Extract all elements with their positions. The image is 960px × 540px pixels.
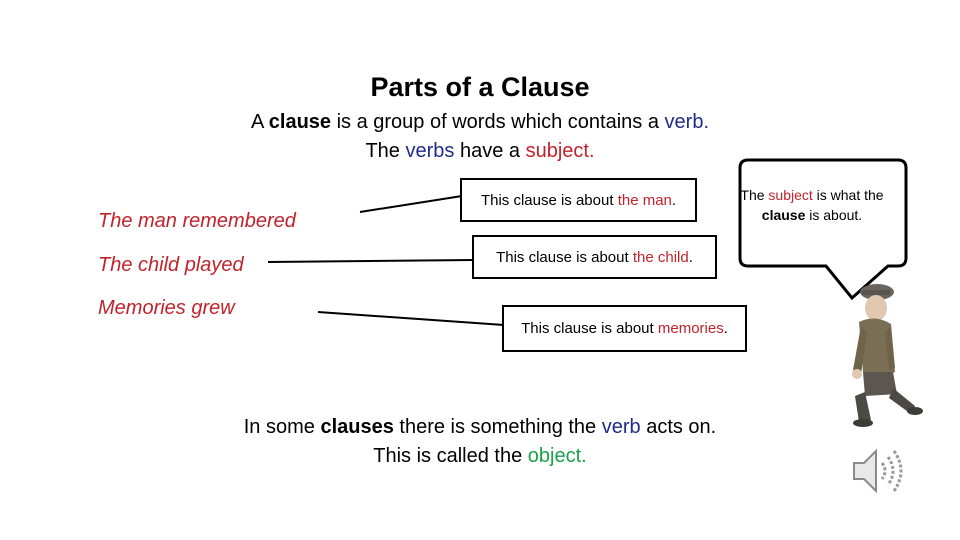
page-title: Parts of a Clause xyxy=(370,72,590,102)
intro-punct: . xyxy=(703,111,710,133)
intro-line-2: The verbs have a subject. xyxy=(0,140,960,163)
verb-term: verb xyxy=(601,416,641,438)
clause-term: clause xyxy=(268,111,332,133)
box-punct: . xyxy=(688,248,693,266)
box-punct: . xyxy=(723,320,728,337)
clause-example-1: The man remembered xyxy=(98,210,296,232)
bottom-punct: . xyxy=(581,445,587,467)
box-subject: the man xyxy=(617,191,672,209)
clause-example-2: The child played xyxy=(98,254,244,276)
bottom-text: This is called the xyxy=(373,445,528,467)
bubble-word: is about. xyxy=(805,207,863,223)
intro-text: have a xyxy=(454,140,526,162)
verbs-term: verbs xyxy=(405,140,455,162)
bubble-clause: clause xyxy=(761,207,806,223)
clauses-term: clauses xyxy=(320,416,394,438)
box-text: This clause is about xyxy=(480,191,618,209)
intro-punct: . xyxy=(588,140,595,162)
speaker-icon[interactable] xyxy=(848,445,910,497)
intro-line-1: A clause is a group of words which conta… xyxy=(0,111,960,134)
box-punct: . xyxy=(671,191,677,209)
intro-text: is a group of words which contains a xyxy=(331,111,665,133)
subject-box-1: This clause is about the man. xyxy=(460,178,697,222)
clause-example-3: Memories grew xyxy=(98,297,235,319)
kneeling-boy-figure xyxy=(852,284,923,427)
subject-term: subject xyxy=(525,140,589,162)
bubble-subject: subject xyxy=(768,187,813,203)
connector-line-2 xyxy=(267,259,475,263)
connector-line-1 xyxy=(359,195,463,213)
bubble-word: The xyxy=(740,187,769,203)
intro-text: The xyxy=(365,140,406,162)
bottom-line-2: This is called the object. xyxy=(0,445,960,468)
bottom-line-1: In some clauses there is something the v… xyxy=(0,416,960,439)
bottom-text: there is something the xyxy=(393,416,602,438)
connector-line-3 xyxy=(317,311,505,326)
box-subject: the child xyxy=(632,248,689,266)
subject-box-2: This clause is about the child. xyxy=(472,235,717,279)
subject-box-3: This clause is about memories. xyxy=(502,305,747,352)
intro-text: A xyxy=(250,111,269,133)
speech-bubble xyxy=(738,158,908,301)
box-text: This clause is about xyxy=(521,320,658,337)
bubble-word: is what the xyxy=(812,187,884,203)
box-text: This clause is about xyxy=(496,248,633,266)
bottom-text: In some xyxy=(243,416,321,438)
bottom-text: acts on. xyxy=(640,416,717,438)
verb-term: verb xyxy=(664,111,704,133)
speech-bubble-text: The subject is what the clause is about. xyxy=(732,185,892,225)
box-subject: memories xyxy=(657,320,724,337)
object-term: object xyxy=(527,445,582,467)
